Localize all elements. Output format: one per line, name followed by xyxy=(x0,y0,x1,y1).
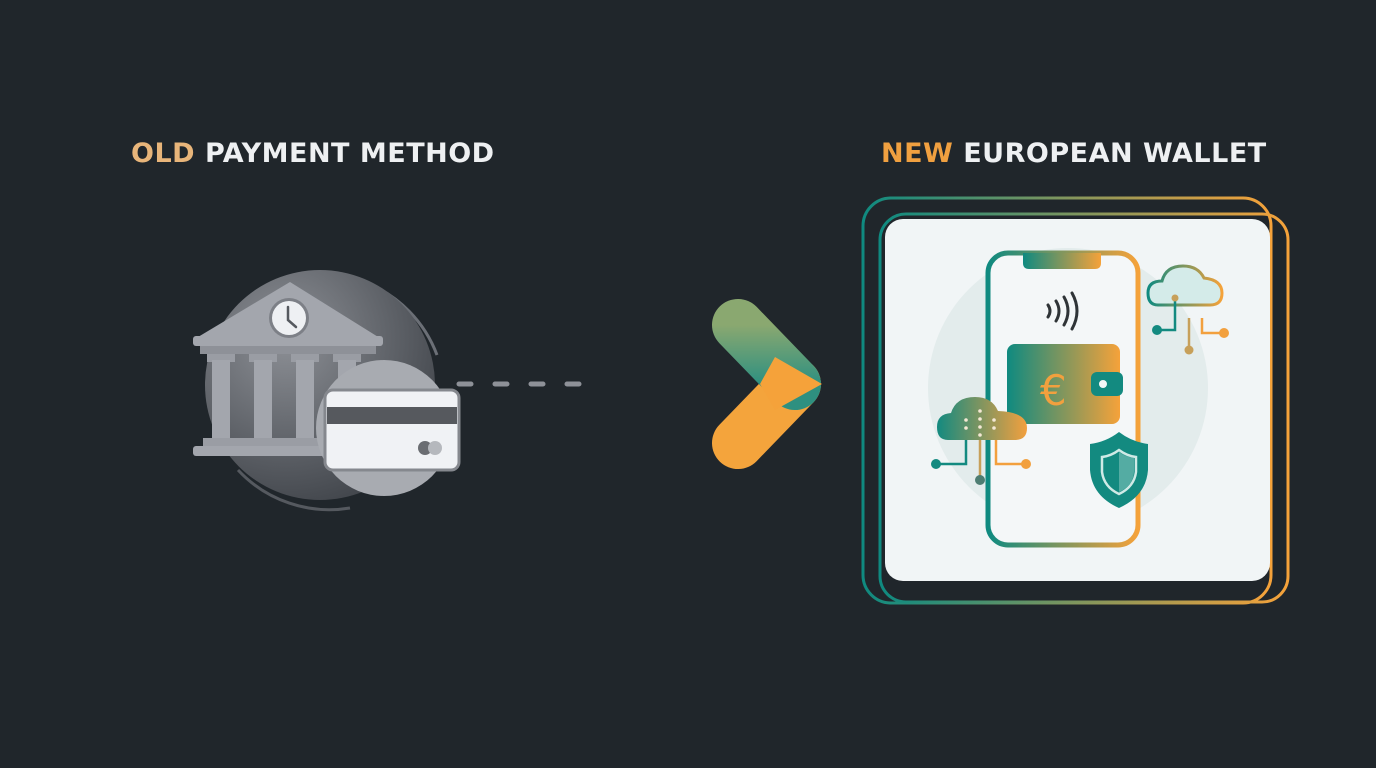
shield-icon xyxy=(1090,432,1148,508)
inner-frame xyxy=(878,212,1290,604)
old-payment-group xyxy=(193,270,461,512)
clock-icon xyxy=(269,298,309,338)
arrow-right-icon xyxy=(592,299,822,469)
contactless-icon xyxy=(1046,291,1079,331)
old-title-accent: OLD xyxy=(131,138,196,169)
cloud-network-icon-top xyxy=(1146,264,1229,355)
new-wallet-group: € xyxy=(861,196,1290,605)
old-payment-method-title: OLD PAYMENT METHOD xyxy=(131,138,495,169)
new-title-accent: NEW xyxy=(881,138,954,169)
new-european-wallet-title: NEW EUROPEAN WALLET xyxy=(881,138,1267,169)
old-title-rest: PAYMENT METHOD xyxy=(195,138,495,169)
cloud-network-icon-bottom xyxy=(931,397,1031,485)
new-title-rest: EUROPEAN WALLET xyxy=(953,138,1267,169)
euro-wallet-icon: € xyxy=(1007,344,1123,424)
euro-symbol: € xyxy=(1040,366,1067,415)
credit-card-icon xyxy=(323,388,461,472)
ring-arc-bottom xyxy=(236,468,351,512)
